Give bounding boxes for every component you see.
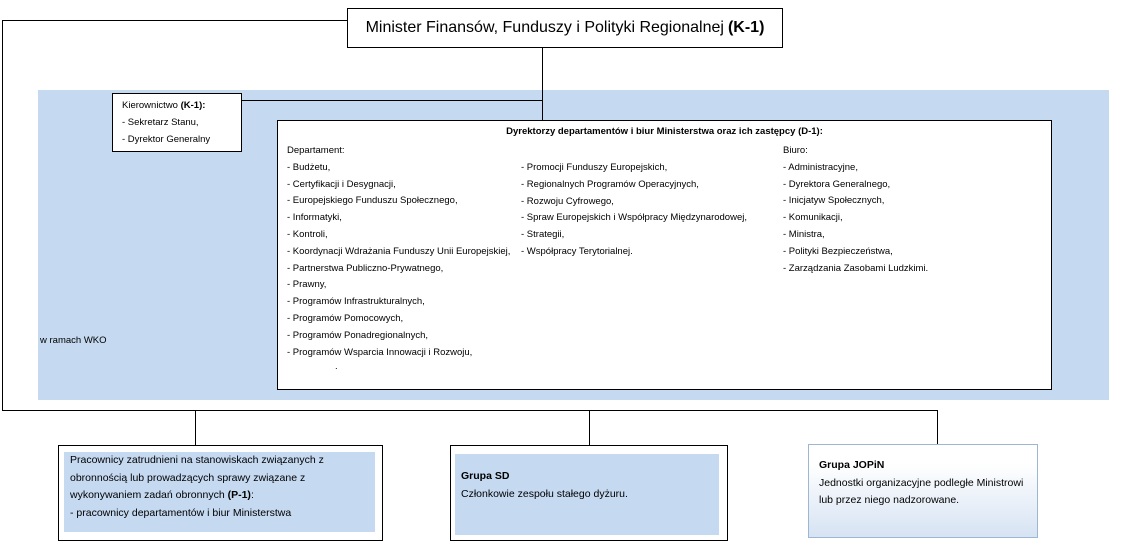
list-item: - Ministra, bbox=[783, 228, 825, 240]
list-item-dot: . bbox=[335, 361, 338, 373]
list-item: - Promocji Funduszy Europejskich, bbox=[521, 162, 668, 173]
minister-title: Minister Finansów, Funduszy i Polityki R… bbox=[365, 19, 724, 36]
p1-line-text: wykonywaniem zadań obronnych bbox=[70, 489, 228, 501]
connector-to-kierownictwo bbox=[242, 100, 542, 101]
sd-box: Grupa SD Członkowie zespołu stałego dyżu… bbox=[450, 445, 728, 541]
biuro-heading: Biuro: bbox=[783, 145, 808, 156]
sd-title-text: Grupa SD bbox=[461, 470, 510, 482]
list-item: - Partnerstwa Publiczno-Prywatnego, bbox=[287, 262, 444, 274]
list-item: - Administracyjne, bbox=[783, 161, 858, 173]
list-item: - Budżetu, bbox=[287, 161, 331, 173]
connector-to-sd bbox=[589, 410, 590, 445]
dyrektorzy-box: Dyrektorzy departamentów i biur Minister… bbox=[277, 120, 1052, 390]
list-item: - Koordynacji Wdrażania Funduszy Unii Eu… bbox=[287, 245, 511, 257]
list-item: - Programów Infrastrukturalnych, bbox=[287, 296, 425, 308]
kierownictwo-item: - Dyrektor Generalny bbox=[122, 134, 211, 145]
jopin-line: lub przez niego nadzorowane. bbox=[819, 494, 960, 506]
kierownictwo-box: Kierownictwo (K-1): - Sekretarz Stanu, -… bbox=[112, 93, 242, 152]
list-item: - Kontroli, bbox=[287, 228, 328, 240]
kierownictwo-item: - Sekretarz Stanu, bbox=[122, 117, 199, 128]
list-item: - Komunikacji, bbox=[783, 212, 843, 224]
list-item: - Inicjatyw Społecznych, bbox=[783, 195, 885, 207]
p1-code: (P-1) bbox=[227, 489, 251, 501]
kierownictwo-heading: Kierownictwo (K-1): bbox=[122, 97, 241, 114]
list-item: - Informatyki, bbox=[287, 212, 342, 224]
jopin-title: Grupa JOPiN bbox=[819, 457, 1037, 475]
connector-minister-down bbox=[542, 47, 543, 120]
list-item: - Regionalnych Programów Operacyjnych, bbox=[521, 178, 699, 190]
connector-to-p1 bbox=[195, 410, 196, 445]
list-item: - Europejskiego Funduszu Społecznego, bbox=[287, 195, 458, 207]
departament-column-1: Departament: - Budżetu, - Certyfikacji i… bbox=[287, 143, 510, 373]
list-item: - Spraw Europejskich i Współpracy Między… bbox=[521, 212, 747, 224]
biuro-column: Biuro: - Administracyjne, - Dyrektora Ge… bbox=[783, 143, 928, 277]
kierownictwo-code: (K-1): bbox=[180, 100, 206, 111]
p1-line: wykonywaniem zadań obronnych (P-1): bbox=[70, 487, 375, 505]
p1-line: - pracownicy departamentów i biur Minist… bbox=[70, 506, 292, 519]
p1-line: Pracownicy zatrudnieni na stanowiskach z… bbox=[70, 454, 324, 466]
list-item: - Dyrektora Generalnego, bbox=[783, 178, 891, 190]
p1-line: obronnością lub prowadzących sprawy zwią… bbox=[70, 471, 306, 484]
list-item: - Certyfikacji i Desygnacji, bbox=[287, 178, 396, 190]
p1-box: Pracownicy zatrudnieni na stanowiskach z… bbox=[58, 445, 383, 541]
jopin-title-text: Grupa JOPiN bbox=[819, 459, 885, 471]
list-item: - Strategii, bbox=[521, 229, 565, 241]
connector-left-vertical bbox=[2, 20, 3, 411]
minister-box: Minister Finansów, Funduszy i Polityki R… bbox=[347, 8, 783, 48]
connector-bottom-horizontal bbox=[2, 410, 938, 411]
wko-label: w ramach WKO bbox=[40, 335, 107, 346]
connector-to-jopin bbox=[937, 410, 938, 444]
minister-code: (K-1) bbox=[727, 19, 765, 36]
connector-left-top bbox=[2, 20, 347, 21]
list-item: - Polityki Bezpieczeństwa, bbox=[783, 245, 893, 257]
jopin-box: Grupa JOPiN Jednostki organizacyjne podl… bbox=[808, 444, 1038, 538]
kierownictwo-heading-text: Kierownictwo bbox=[122, 100, 181, 111]
sd-title: Grupa SD bbox=[461, 468, 719, 486]
jopin-line: Jednostki organizacyjne podległe Ministr… bbox=[819, 476, 1024, 489]
departament-column-2: - Promocji Funduszy Europejskich, - Regi… bbox=[521, 160, 747, 261]
list-item: - Programów Ponadregionalnych, bbox=[287, 329, 428, 341]
list-item: - Rozwoju Cyfrowego, bbox=[521, 195, 614, 207]
list-item: - Współpracy Terytorialnej. bbox=[521, 245, 633, 257]
list-item: - Zarządzania Zasobami Ludzkimi. bbox=[783, 262, 929, 274]
departament-heading: Departament: bbox=[287, 145, 345, 156]
list-item: - Programów Wsparcia Innowacji i Rozwoju… bbox=[287, 346, 473, 358]
list-item: - Prawny, bbox=[287, 279, 327, 291]
sd-desc: Członkowie zespołu stałego dyżuru. bbox=[461, 487, 628, 500]
sd-content: Grupa SD Członkowie zespołu stałego dyżu… bbox=[455, 454, 719, 535]
p1-content: Pracownicy zatrudnieni na stanowiskach z… bbox=[64, 452, 375, 532]
list-item: - Programów Pomocowych, bbox=[287, 312, 404, 324]
dyrektorzy-title: Dyrektorzy departamentów i biur Minister… bbox=[506, 126, 823, 137]
p1-colon: : bbox=[250, 489, 254, 501]
